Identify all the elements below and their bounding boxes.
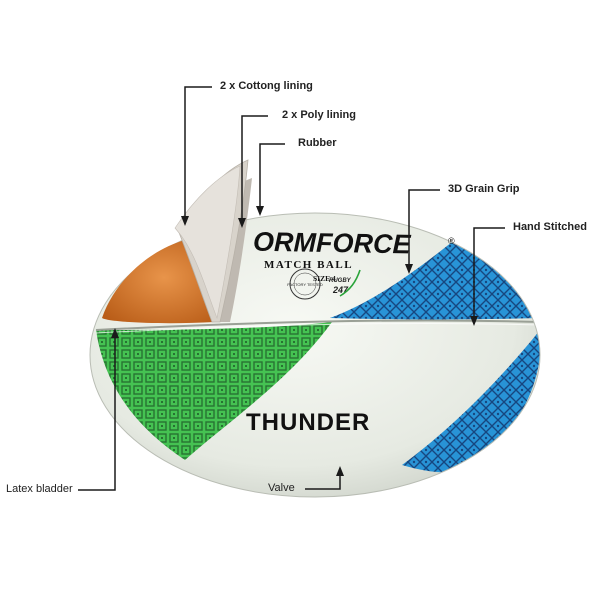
blue-panel-lower: [402, 330, 540, 473]
label-valve: Valve: [268, 482, 295, 494]
label-rubber: Rubber: [298, 137, 337, 149]
match-ball-text: MATCH BALL: [264, 259, 353, 271]
svg-text:247: 247: [332, 285, 349, 295]
rugby247-logo: RUGBY: [329, 278, 352, 284]
factory-tested-badge: [289, 268, 321, 300]
ball-branding: ORMFORCE ® MATCH BALL SIZE 4 FACTORY TES…: [246, 227, 455, 436]
model-name: THUNDER: [246, 409, 370, 436]
registered-mark: ®: [448, 236, 455, 246]
label-poly-lining: 2 x Poly lining: [282, 109, 356, 121]
leader-lines: [78, 86, 505, 491]
svg-text:FACTORY TESTED: FACTORY TESTED: [287, 282, 323, 287]
label-3d-grain-grip: 3D Grain Grip: [448, 183, 520, 195]
cotton-lining-layer: [174, 165, 241, 320]
label-latex-bladder: Latex bladder: [6, 483, 73, 495]
green-panel: [96, 322, 332, 460]
brand-name: ORMFORCE: [253, 227, 412, 260]
ball-seam: [95, 319, 540, 331]
latex-bladder: [102, 240, 215, 324]
label-hand-stitched: Hand Stitched: [513, 221, 587, 233]
size-text: SIZE 4: [313, 274, 336, 283]
label-cotton-lining: 2 x Cottong lining: [220, 80, 313, 92]
